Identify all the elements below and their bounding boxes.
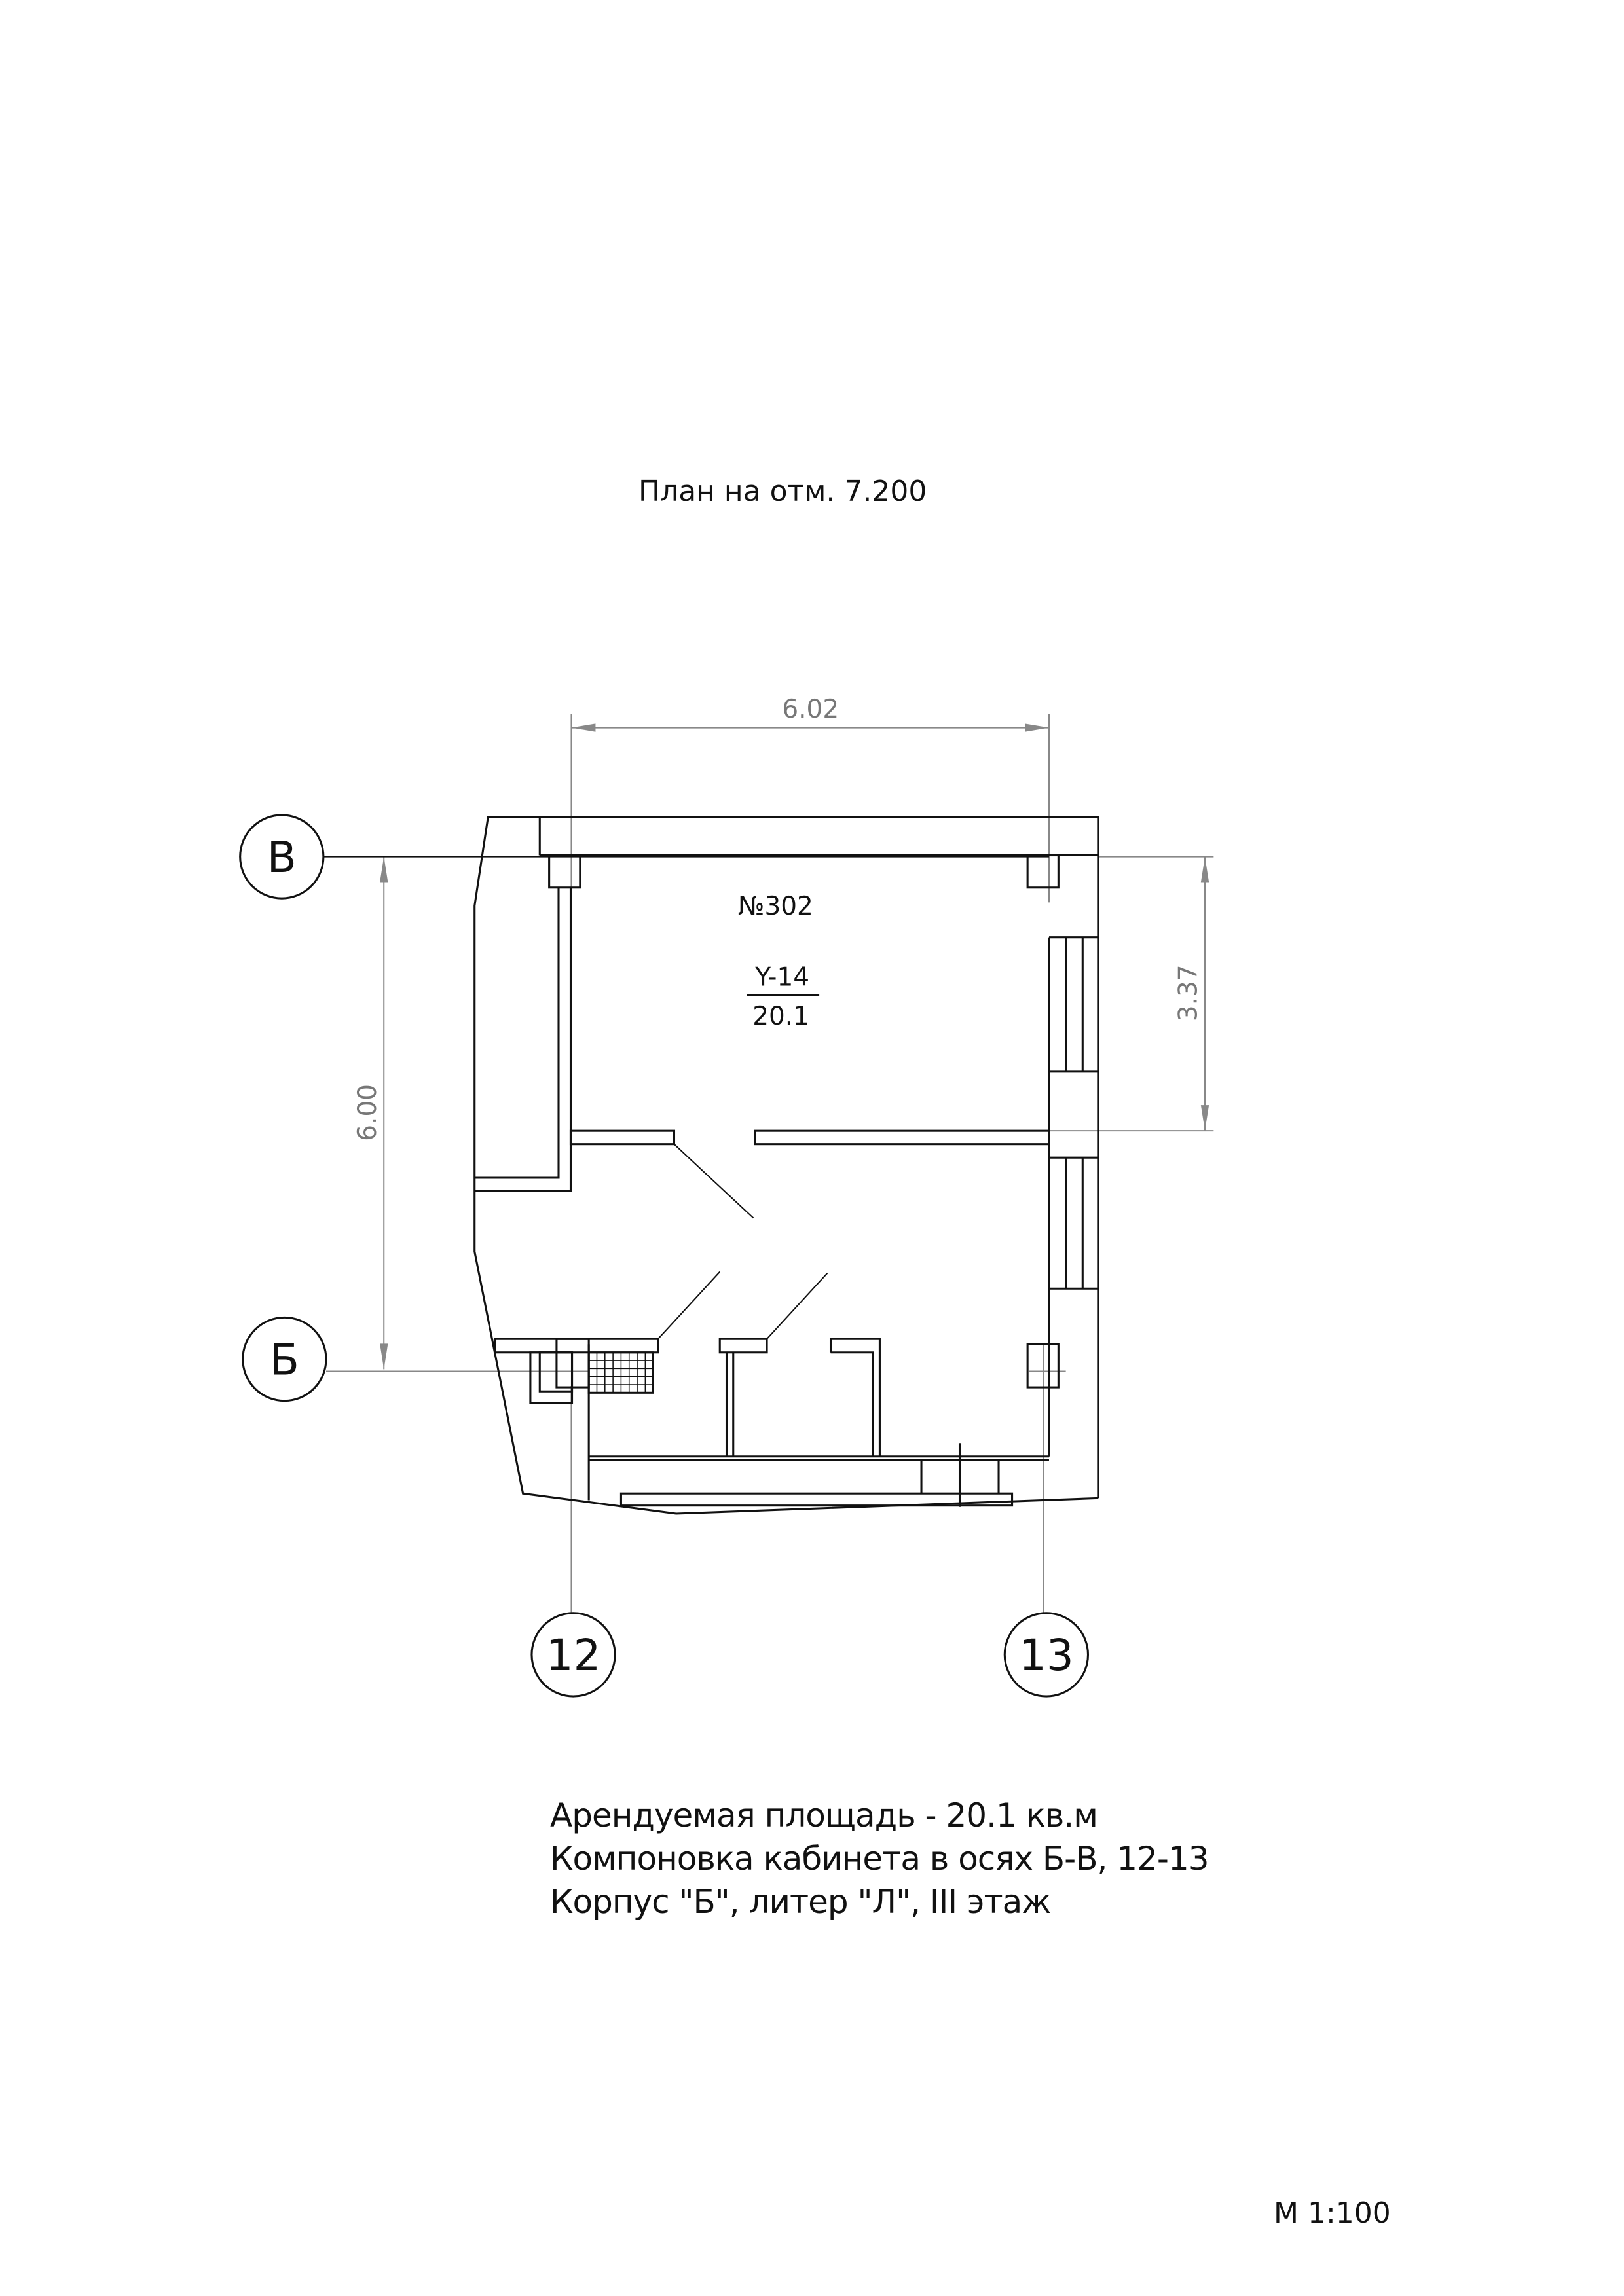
axis-v-label: В: [267, 833, 297, 883]
plan-title: План на отм. 7.200: [638, 475, 927, 508]
walls: [473, 816, 1099, 1515]
axis-12: 12: [530, 1386, 616, 1698]
note-building: Корпус "Б", литер "Л", III этаж: [550, 1883, 1051, 1921]
ventilation-grid: [587, 1351, 654, 1394]
room-code: Y-14: [754, 963, 809, 993]
dimension-right-label: 3.37: [1174, 964, 1204, 1021]
plan-notes: Арендуемая площадь - 20.1 кв.м Компоновк…: [550, 1794, 1209, 1923]
dimension-left-label: 6.00: [353, 1084, 382, 1141]
axis-b-label: Б: [270, 1336, 299, 1385]
room-area: 20.1: [752, 1002, 809, 1031]
axis-v: В: [239, 814, 1049, 900]
dimension-left: 6.00: [353, 856, 388, 1370]
drawing-scale: М 1:100: [1274, 2196, 1391, 2230]
room-number: №302: [738, 892, 813, 921]
note-layout: Компоновка кабинета в осях Б-В, 12-13: [550, 1840, 1209, 1878]
axis-12-label: 12: [546, 1631, 601, 1681]
dimension-top-label: 6.02: [782, 695, 839, 724]
axis-b: Б: [242, 1316, 589, 1402]
axis-13-label: 13: [1019, 1631, 1074, 1681]
dimension-right: 3.37: [1035, 856, 1214, 1132]
axis-13: 13: [1003, 1344, 1090, 1698]
dimension-top: 6.02: [570, 695, 1050, 970]
note-area: Арендуемая площадь - 20.1 кв.м: [550, 1796, 1098, 1834]
